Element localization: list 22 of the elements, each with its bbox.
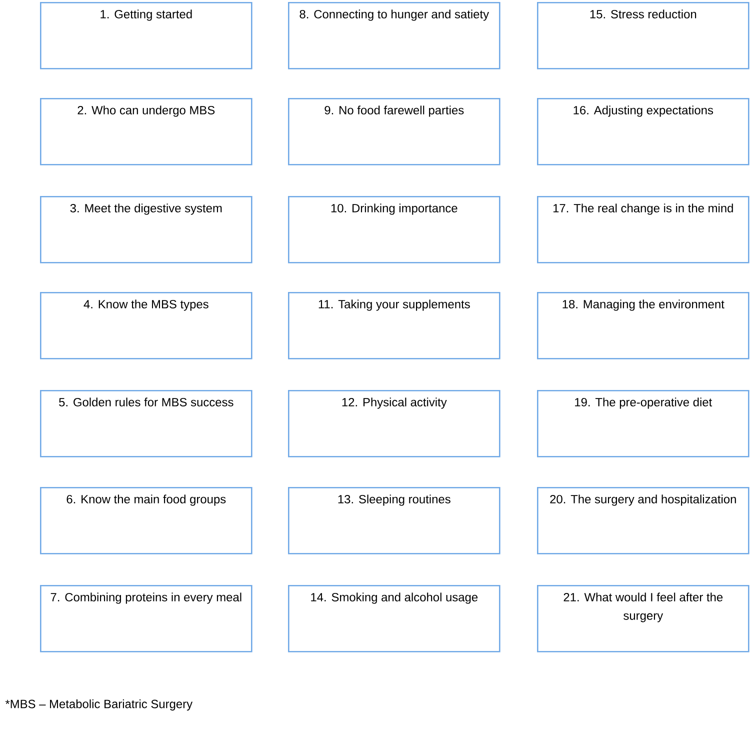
topic-box: 18. Managing the environment: [537, 292, 750, 360]
topic-box: 11. Taking your supplements: [288, 292, 500, 360]
topic-box: 14. Smoking and alcohol usage: [288, 585, 500, 652]
topic-box: 4. Know the MBS types: [40, 292, 252, 360]
topic-box: 16. Adjusting expectations: [537, 98, 750, 166]
topic-box: 7. Combining proteins in every meal: [40, 585, 252, 652]
topic-box: 19. The pre-operative diet: [537, 390, 750, 458]
topic-box: 5. Golden rules for MBS success: [40, 390, 252, 458]
topic-box: 17. The real change is in the mind: [537, 196, 750, 264]
topic-box: 20. The surgery and hospitalization: [537, 487, 750, 554]
topic-box: 1. Getting started: [40, 2, 252, 70]
topic-box: 9. No food farewell parties: [288, 98, 500, 166]
topic-box: 15. Stress reduction: [537, 2, 750, 70]
topic-box: 13. Sleeping routines: [288, 487, 500, 554]
topic-box: 12. Physical activity: [288, 390, 500, 458]
topic-box: 21. What would I feel after the surgery: [537, 585, 750, 652]
topic-box: 10. Drinking importance: [288, 196, 500, 264]
topic-box: 8. Connecting to hunger and satiety: [288, 2, 500, 70]
topic-box: 2. Who can undergo MBS: [40, 98, 252, 166]
footnote: *MBS – Metabolic Bariatric Surgery: [5, 699, 193, 711]
topic-box: 3. Meet the digestive system: [40, 196, 252, 264]
topic-box: 6. Know the main food groups: [40, 487, 252, 554]
